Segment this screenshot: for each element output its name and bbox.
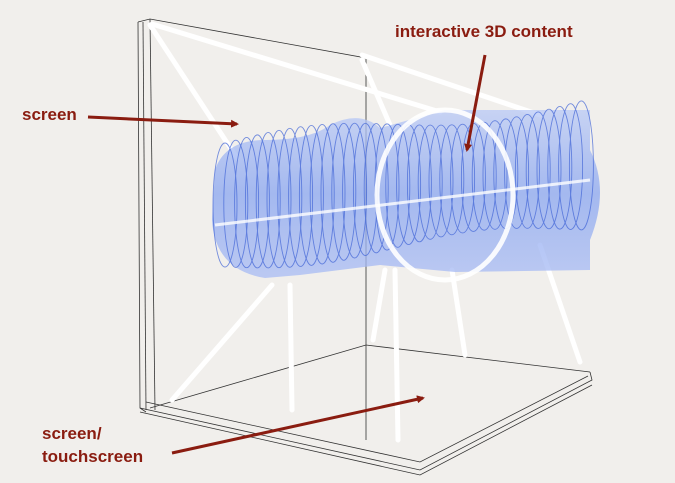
model-rib xyxy=(525,111,551,229)
model-rib xyxy=(363,123,389,254)
label-screen: screen xyxy=(22,105,77,124)
model-rib xyxy=(255,132,281,269)
model-rib xyxy=(568,100,594,231)
model-rib xyxy=(320,123,346,263)
model-rib xyxy=(331,122,357,261)
label-interactive-3d-content: interactive 3D content xyxy=(395,22,573,41)
label-touchscreen-line1: screen/ xyxy=(42,424,102,443)
model-rib xyxy=(385,123,411,248)
model-rib xyxy=(288,126,314,267)
model-rib xyxy=(212,142,238,268)
model-rib xyxy=(244,134,270,269)
3d-model[interactable] xyxy=(212,100,600,283)
support-rods xyxy=(147,21,583,443)
model-rib xyxy=(514,114,540,229)
model-rib xyxy=(234,137,260,269)
horizontal-touchscreen xyxy=(139,344,593,476)
model-rib xyxy=(223,139,249,268)
model-rib xyxy=(536,108,562,230)
model-rib xyxy=(482,120,508,230)
model-rib xyxy=(558,103,584,230)
model-rib xyxy=(417,124,443,240)
touchscreen-arrow xyxy=(171,395,425,455)
model-rib xyxy=(309,123,335,265)
model-rib xyxy=(439,124,465,236)
model-rib xyxy=(342,122,368,259)
model-rib xyxy=(266,129,292,269)
model-rib xyxy=(471,121,497,231)
model-rib xyxy=(547,106,573,230)
label-touchscreen-line2: touchscreen xyxy=(42,447,144,466)
model-rib xyxy=(298,124,324,266)
model-rib xyxy=(504,116,530,229)
model-rib xyxy=(406,124,432,243)
model-rib xyxy=(428,124,454,238)
model-rib xyxy=(450,123,476,234)
model-rib xyxy=(277,127,303,268)
screen-arrow xyxy=(87,115,239,128)
content-arrow xyxy=(464,54,487,152)
